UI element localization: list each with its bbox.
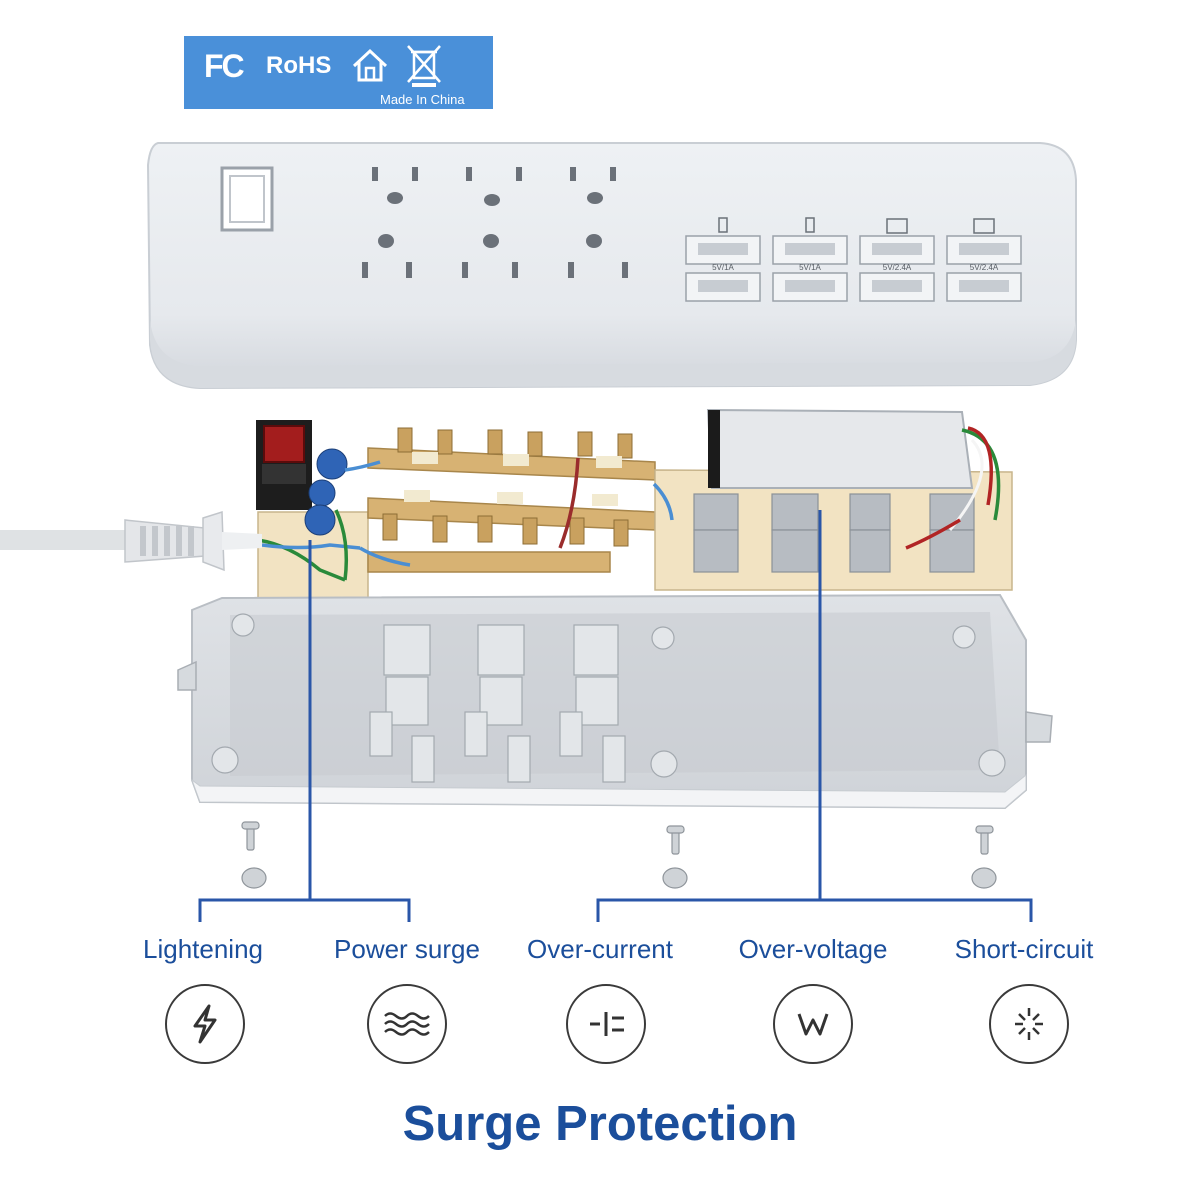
usb-slot [698, 280, 748, 292]
usb-port [772, 235, 848, 265]
usb-rating-label: 5V/2.4A [970, 263, 999, 272]
tablet-icon [973, 218, 995, 234]
power-cord [0, 510, 262, 572]
feature-label-over-voltage: Over-voltage [738, 934, 888, 964]
usb-port [946, 235, 1022, 265]
contact-strips [367, 427, 656, 573]
usb-port [685, 272, 761, 302]
short-circuit-icon [989, 984, 1069, 1064]
over-voltage-icon [773, 984, 853, 1064]
outlet [362, 167, 418, 278]
phone-icon [805, 217, 815, 233]
usb-port-column: 5V/2.4A [859, 218, 935, 302]
usb-port [946, 272, 1022, 302]
usb-rating-label: 5V/1A [712, 263, 734, 272]
outlet [462, 167, 522, 278]
capacitors [304, 448, 348, 536]
waves-icon [367, 984, 447, 1064]
usb-slot [785, 243, 835, 255]
usb-ports: 5V/1A 5V/1A 5V/2.4A 5V/2.4A [685, 217, 1022, 302]
certification-badge: FC RoHS Made In China [184, 36, 493, 109]
feature-label-short-circuit: Short-circuit [954, 934, 1094, 964]
usb-port-column: 5V/2.4A [946, 218, 1022, 302]
rohs-mark: RoHS [266, 52, 332, 79]
usb-port [685, 235, 761, 265]
tablet-icon [886, 218, 908, 234]
rocker-switch [256, 420, 312, 510]
usb-connectors [693, 493, 975, 573]
feature-label-over-current: Over-current [527, 934, 673, 964]
bottom-housing [177, 593, 1053, 810]
feature-label-lightening: Lightening [143, 934, 263, 964]
over-current-icon [566, 984, 646, 1064]
usb-slot [959, 280, 1009, 292]
phone-icon [718, 217, 728, 233]
usb-slot [959, 243, 1009, 255]
usb-port-column: 5V/1A [772, 217, 848, 302]
lightning-icon [165, 984, 245, 1064]
usb-port [859, 235, 935, 265]
usb-slot [872, 280, 922, 292]
house-icon [352, 48, 388, 82]
ac-outlets [362, 167, 628, 278]
outlet [568, 167, 628, 278]
usb-slot [698, 243, 748, 255]
usb-slot [785, 280, 835, 292]
feature-label-power-surge: Power surge [334, 934, 480, 964]
origin-label: Made In China [380, 92, 465, 107]
callout-lines [198, 510, 1033, 922]
screws [241, 821, 997, 889]
usb-rating-label: 5V/2.4A [883, 263, 912, 272]
usb-rating-label: 5V/1A [799, 263, 821, 272]
transformer-module [706, 408, 974, 489]
top-housing [146, 142, 1077, 390]
fc-mark: FC [204, 48, 245, 84]
usb-port [859, 272, 935, 302]
weee-bin-icon [407, 45, 441, 87]
page-title: Surge Protection [402, 1097, 798, 1151]
usb-port [772, 272, 848, 302]
switch-window [220, 166, 274, 232]
usb-slot [872, 243, 922, 255]
internal-circuit [256, 408, 1013, 599]
usb-port-column: 5V/1A [685, 217, 761, 302]
wiring [257, 426, 1001, 582]
